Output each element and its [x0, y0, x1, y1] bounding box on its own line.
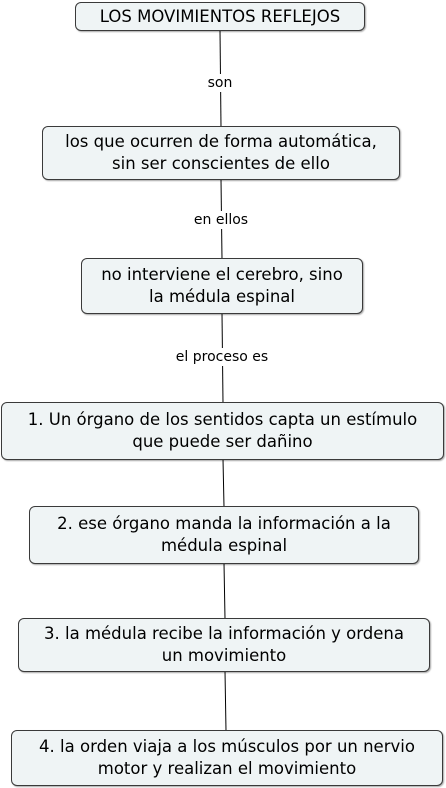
link-label-el-proceso-es-text: el proceso es: [175, 349, 269, 365]
concept-step-2[interactable]: 2. ese órgano manda la información a la …: [29, 506, 419, 564]
concept-step-2-text: 2. ese órgano manda la información a la …: [57, 514, 391, 555]
concept-step-4[interactable]: 4. la orden viaja a los músculos por un …: [11, 730, 443, 786]
link-label-en-ellos-text: en ellos: [193, 212, 249, 228]
connector-c5-c6: [224, 670, 227, 732]
concept-root-text: LOS MOVIMIENTOS REFLEJOS: [99, 6, 341, 26]
link-label-son: son: [205, 74, 235, 92]
concept-spinal-cord[interactable]: no interviene el cerebro, sino la médula…: [81, 258, 363, 314]
concept-automatic-text: los que ocurren de forma automática, sin…: [65, 132, 377, 173]
connector-c3-c4: [222, 458, 225, 508]
concept-step-3[interactable]: 3. la médula recibe la información y ord…: [18, 618, 430, 672]
concept-step-1-text: 1. Un órgano de los sentidos capta un es…: [27, 410, 418, 451]
concept-automatic[interactable]: los que ocurren de forma automática, sin…: [42, 126, 400, 180]
concept-root[interactable]: LOS MOVIMIENTOS REFLEJOS: [75, 2, 365, 31]
link-label-el-proceso-es: el proceso es: [173, 348, 271, 366]
concept-step-1[interactable]: 1. Un órgano de los sentidos capta un es…: [1, 402, 444, 460]
link-label-son-text: son: [207, 75, 233, 91]
link-label-en-ellos: en ellos: [191, 211, 251, 229]
concept-step-4-text: 4. la orden viaja a los músculos por un …: [39, 737, 415, 778]
concept-step-3-text: 3. la médula recibe la información y ord…: [44, 624, 404, 665]
connector-c4-c5: [223, 562, 226, 620]
concept-spinal-cord-text: no interviene el cerebro, sino la médula…: [101, 265, 343, 306]
